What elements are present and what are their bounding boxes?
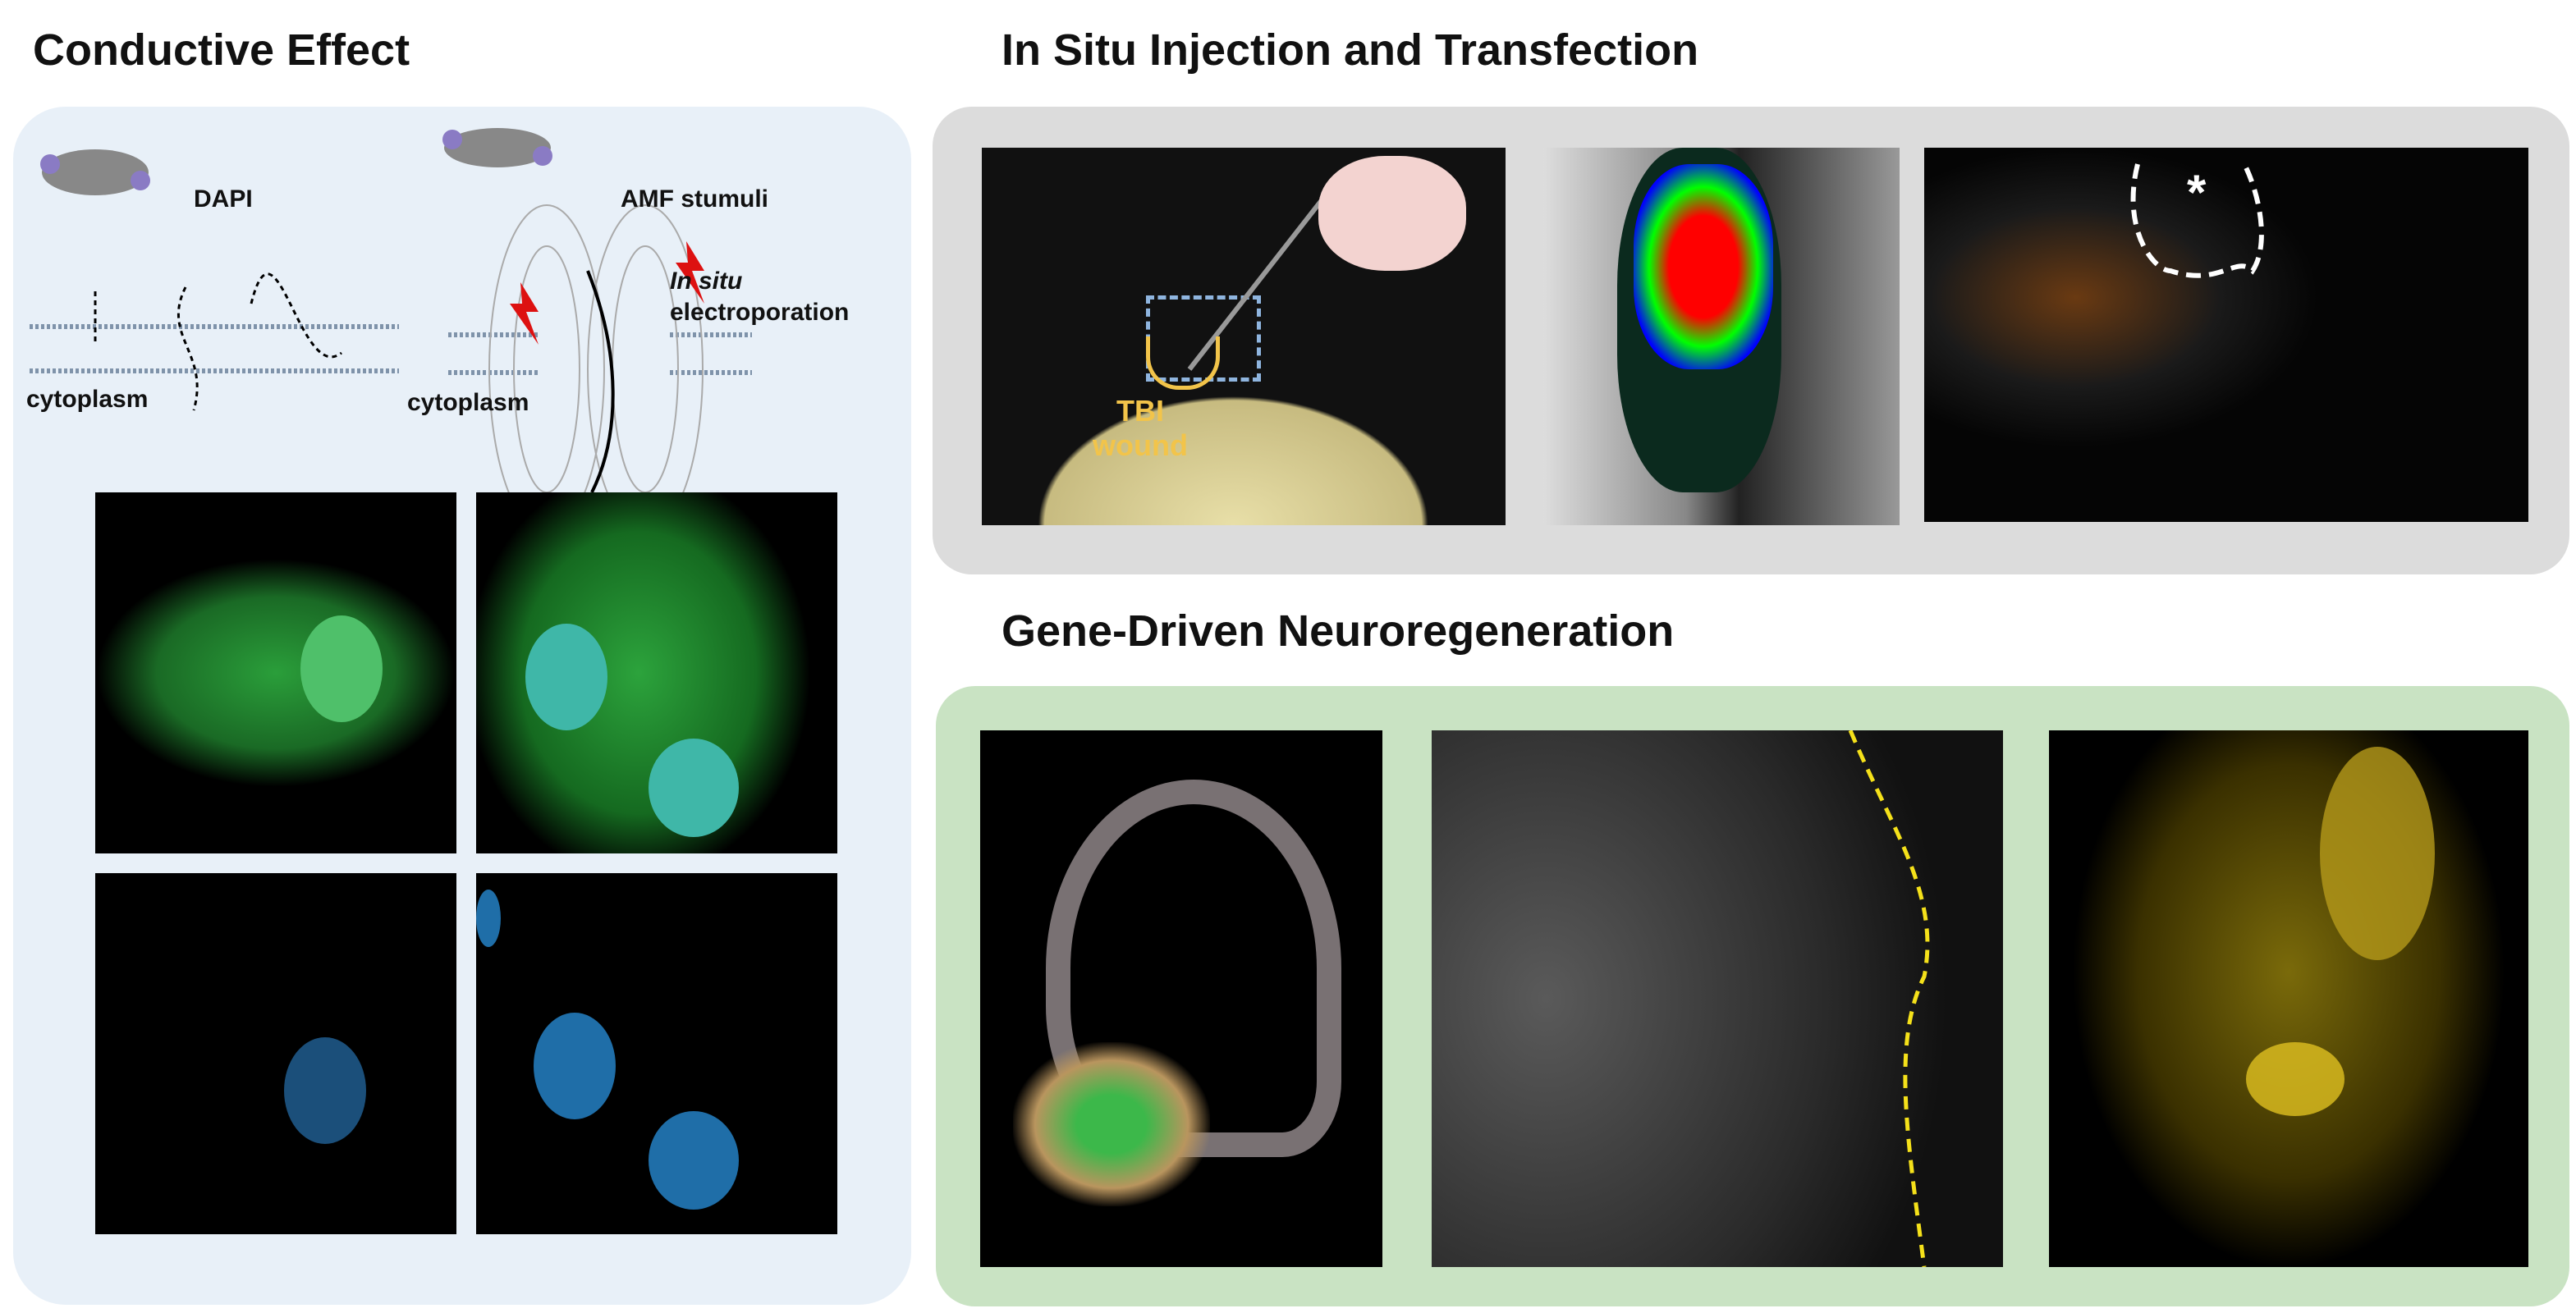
axon-fluorescence <box>1432 730 2003 1267</box>
signal-heatmap <box>1634 164 1773 369</box>
lightning-icon <box>510 282 539 345</box>
conductive-effect-title: Conductive Effect <box>33 25 410 75</box>
boundary-line <box>1848 730 1930 1267</box>
dapi-label: DAPI <box>194 185 253 213</box>
electroporation-label: electroporation <box>670 299 850 326</box>
cytoplasm-label: cytoplasm <box>26 386 149 413</box>
lightning-icon <box>676 241 704 304</box>
nucleus <box>300 615 383 722</box>
micrograph-dapi-control <box>95 873 456 1234</box>
membrane-left <box>30 324 399 373</box>
neuro-panel <box>936 686 2569 1306</box>
membrane-right <box>448 332 752 375</box>
field-lines <box>488 204 704 501</box>
transfection-fluorescence: * <box>1924 148 2528 522</box>
neuro-title: Gene-Driven Neuroregeneration <box>1002 606 1675 656</box>
brain-section-icon <box>1318 156 1466 271</box>
asterisk-label: * <box>2187 165 2207 220</box>
cleared-brain-image <box>2049 730 2528 1267</box>
micrograph-green-control <box>95 492 456 853</box>
regeneration-region <box>1013 1042 1210 1206</box>
in-situ-label: In situ <box>670 268 743 295</box>
diffusion-arrows <box>94 272 342 411</box>
micrograph-green-amf <box>476 492 837 853</box>
bioluminescence-image <box>1543 148 1900 525</box>
dapi-molecule-icon <box>40 149 150 195</box>
amf-label: AMF stumuli <box>621 185 768 213</box>
entry-arrow <box>586 270 615 493</box>
cytoplasm-label: cytoplasm <box>407 389 529 416</box>
dapi-molecule-icon <box>442 128 552 167</box>
conductive-effect-panel: DAPI AMF stumuli In situ electroporation… <box>13 107 911 1305</box>
3d-brain-render <box>980 730 1382 1267</box>
injection-title: In Situ Injection and Transfection <box>1002 25 1699 75</box>
micrograph-dapi-amf <box>476 873 837 1234</box>
